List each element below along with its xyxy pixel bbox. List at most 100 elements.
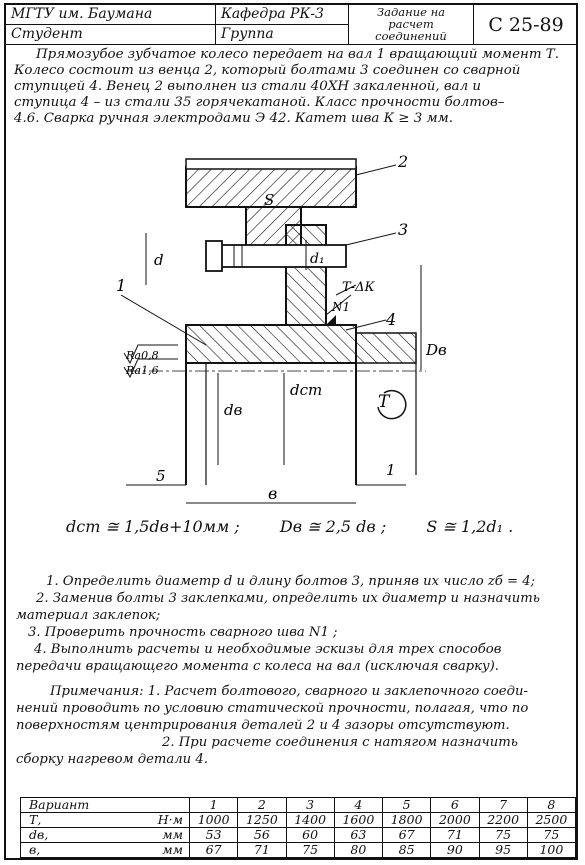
label-5: 5 — [156, 467, 166, 485]
variant-number: 8 — [526, 797, 577, 813]
formula-line: dст ≅ 1,5dв+10мм ; Dв ≅ 2,5 dв ; S ≅ 1,2… — [66, 517, 566, 536]
leader-4 — [345, 319, 387, 331]
formula-s: S ≅ 1,2d₁ . — [426, 517, 514, 536]
row-unit: мм — [121, 827, 190, 843]
variants-table: Вариант 1 2 3 4 5 6 7 8 Т, Н·м 1000 1250… — [20, 797, 577, 858]
variant-number: 1 — [188, 797, 239, 813]
group-cell: Группа — [216, 25, 349, 45]
note-line: Примечания: 1. Расчет болтового, сварног… — [50, 684, 528, 699]
table-cell: 60 — [285, 827, 335, 843]
table-cell: 53 — [188, 827, 239, 843]
variant-number: 5 — [381, 797, 432, 813]
header-block: МГТУ им. Баумана Кафедра РК-3 Студент Гр… — [6, 5, 578, 45]
task-item: 4. Выполнить расчеты и необходимые эскиз… — [34, 642, 502, 657]
table-cell: 1000 — [188, 812, 239, 828]
task-item: материал заклепок; — [16, 608, 161, 623]
task-title-line1: Задание на — [376, 5, 446, 19]
table-row: Т, Н·м 1000 1250 1400 1600 1800 2000 220… — [20, 812, 577, 828]
variant-number: 7 — [478, 797, 528, 813]
university-cell: МГТУ им. Баумана — [6, 5, 216, 25]
student-cell: Студент — [6, 25, 216, 45]
leader-3 — [345, 232, 397, 246]
assignment-code: С 25-89 — [474, 5, 578, 45]
row-label: Т, — [20, 812, 121, 828]
table-cell: 75 — [526, 827, 577, 843]
gear-rim-part2 — [185, 166, 357, 208]
department-cell: Кафедра РК-3 — [216, 5, 349, 25]
label-d: d — [154, 251, 164, 269]
label-T: Т — [378, 392, 391, 412]
intro-line: Колесо состоит из венца 2, который болта… — [14, 63, 521, 78]
intro-line: ступица 4 – из стали 35 горячекатаной. К… — [14, 95, 505, 110]
task-item: 2. Заменив болты 3 заклепками, определит… — [36, 591, 540, 606]
variant-number: 6 — [430, 797, 480, 813]
formula-Dv: Dв ≅ 2,5 dв ; — [279, 517, 387, 536]
hub-body-part4 — [185, 324, 357, 364]
intro-line: 4.6. Сварка ручная электродами Э 42. Кат… — [14, 111, 453, 126]
label-tdk: Т-ΔК — [342, 280, 375, 295]
row-unit: мм — [121, 842, 190, 858]
label-2: 2 — [397, 152, 408, 171]
table-cell: 2200 — [478, 812, 528, 828]
intro-line: Прямозубое зубчатое колесо передает на в… — [36, 47, 559, 62]
label-Dv: Dв — [425, 341, 447, 359]
table-cell: 100 — [526, 842, 577, 858]
row-label: в, — [20, 842, 121, 858]
table-cell: 80 — [333, 842, 384, 858]
label-3: 3 — [398, 220, 408, 239]
note-line: 2. При расчете соединения с натягом назн… — [162, 735, 518, 750]
table-cell: 1800 — [381, 812, 432, 828]
label-ra08: Ra0,8 — [125, 349, 159, 362]
label-dv: dв — [224, 401, 243, 419]
table-cell: 2500 — [526, 812, 577, 828]
table-cell: 75 — [478, 827, 528, 843]
gear-teeth-band — [185, 158, 357, 170]
leader-2 — [355, 164, 397, 176]
leader-1 — [120, 294, 207, 346]
table-cell: 85 — [381, 842, 432, 858]
note-line: нений проводить по условию статической п… — [16, 701, 529, 716]
variant-number: 2 — [237, 797, 287, 813]
note-line: сборку нагревом детали 4. — [16, 752, 208, 767]
table-header-label: Вариант — [20, 797, 190, 813]
task-title-cell: Задание на расчет соединений — [349, 5, 474, 45]
roughness-mark-1 — [123, 344, 178, 365]
table-cell: 67 — [381, 827, 432, 843]
label-ra16: Ra1,6 — [125, 364, 159, 377]
hub-right — [355, 332, 417, 364]
label-d1: d₁ — [310, 251, 325, 267]
table-cell: 71 — [237, 842, 287, 858]
row-label: dв, — [20, 827, 121, 843]
task-title-line2: расчет — [388, 17, 434, 31]
variant-number: 4 — [333, 797, 384, 813]
table-header-row: Вариант 1 2 3 4 5 6 7 8 — [20, 797, 577, 813]
label-4: 4 — [385, 310, 396, 329]
hub-flange-part4 — [285, 224, 327, 326]
table-cell: 1400 — [285, 812, 335, 828]
table-cell: 75 — [285, 842, 335, 858]
weld-n1 — [326, 315, 336, 325]
formula-dst: dст ≅ 1,5dв+10мм ; — [66, 517, 240, 536]
table-cell: 1250 — [237, 812, 287, 828]
table-cell: 90 — [430, 842, 480, 858]
assignment-sheet: МГТУ им. Баумана Кафедра РК-3 Студент Гр… — [4, 3, 578, 860]
label-dst: dст — [290, 381, 322, 399]
table-row: dв, мм 53 56 60 63 67 71 75 75 — [20, 827, 577, 843]
leader-n1 — [325, 294, 352, 316]
table-cell: 63 — [333, 827, 384, 843]
task-list: 1. Определить диаметр d и длину болтов 3… — [16, 573, 576, 675]
table-cell: 56 — [237, 827, 287, 843]
task-title-line3: соединений — [375, 29, 447, 43]
label-section-1: 1 — [386, 461, 396, 479]
variant-number: 3 — [285, 797, 335, 813]
table-cell: 71 — [430, 827, 480, 843]
bolt-nut — [205, 240, 223, 272]
table-cell: 95 — [478, 842, 528, 858]
task-item: передачи вращающего момента с колеса на … — [16, 659, 499, 674]
label-1: 1 — [116, 276, 126, 295]
torque-arrow — [377, 389, 407, 420]
notes-block: Примечания: 1. Расчет болтового, сварног… — [16, 683, 576, 768]
label-s: S — [264, 191, 274, 209]
task-item: 3. Проверить прочность сварного шва N1 ; — [28, 625, 338, 640]
table-cell: 1600 — [333, 812, 384, 828]
